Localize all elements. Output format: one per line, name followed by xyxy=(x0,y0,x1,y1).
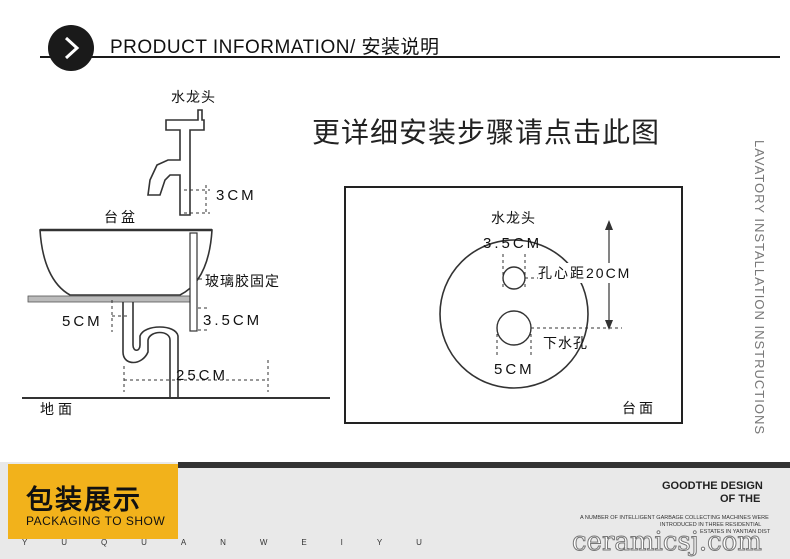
dim-3-5cm-label: 3.5CM xyxy=(203,312,263,329)
banner-top-bar xyxy=(178,462,790,468)
brand-letter: Y xyxy=(22,538,28,547)
banner-gold-block xyxy=(8,464,178,539)
counter-label: 台面 xyxy=(622,400,656,416)
faucet-label: 水龙头 xyxy=(171,89,216,105)
brand-letter: I xyxy=(340,538,343,547)
header-rule xyxy=(40,56,780,58)
drain-hole-label: 下水孔 xyxy=(543,335,588,351)
chevron-right-icon xyxy=(64,36,80,60)
top-dim-3-5cm-label: 3.5CM xyxy=(483,235,543,252)
brand-letter: U xyxy=(416,538,422,547)
brand-letter: E xyxy=(301,538,307,547)
slogan-line-2: OF THE xyxy=(720,493,761,505)
site-watermark: ceramicsj.com xyxy=(572,527,763,558)
header-badge xyxy=(48,25,94,71)
dim-3cm-label: 3CM xyxy=(216,187,257,204)
packaging-title-en: PACKAGING TO SHOW xyxy=(26,514,166,528)
floor-label: 地面 xyxy=(40,401,76,417)
lavatory-side-diagram xyxy=(22,109,330,399)
fine-print-3: ESTATES IN YANTIAN DIST xyxy=(700,529,771,535)
brand-letter: W xyxy=(259,538,268,547)
top-dim-5cm-label: 5CM xyxy=(494,361,535,378)
brand-letter: U xyxy=(141,538,147,547)
brand-letter: Y xyxy=(376,538,383,547)
brand-letter: N xyxy=(220,538,226,547)
glue-fix-label: 玻璃胶固定 xyxy=(205,273,280,289)
brand-letter: Q xyxy=(101,538,108,547)
slogan-line-1: GOODTHE DESIGN xyxy=(662,480,763,492)
top-faucet-label: 水龙头 xyxy=(491,210,536,226)
page-title: PRODUCT INFORMATION/ 安装说明 xyxy=(110,37,440,58)
fine-print-2: INTRODUCED IN THREE RESIDENTIAL xyxy=(660,522,762,528)
brand-letter: U xyxy=(61,538,68,547)
dim-25cm-label: 25CM xyxy=(176,367,229,384)
fine-print-1: A NUMBER OF INTELLIGENT GARBAGE COLLECTI… xyxy=(580,515,769,521)
packaging-title-cn: 包装展示 xyxy=(26,485,142,515)
brand-letters: Y U Q U A N W E I Y U xyxy=(22,538,422,547)
install-steps-link[interactable]: 更详细安装步骤请点击此图 xyxy=(312,116,661,149)
brand-letter: A xyxy=(180,538,187,547)
dim-5cm-label: 5CM xyxy=(62,313,103,330)
basin-label: 台盆 xyxy=(104,209,138,225)
side-caption: LAVATORY INSTALLATION INSTRUCTIONS xyxy=(752,140,767,436)
hole-distance-label: 孔心距20CM xyxy=(538,263,632,283)
